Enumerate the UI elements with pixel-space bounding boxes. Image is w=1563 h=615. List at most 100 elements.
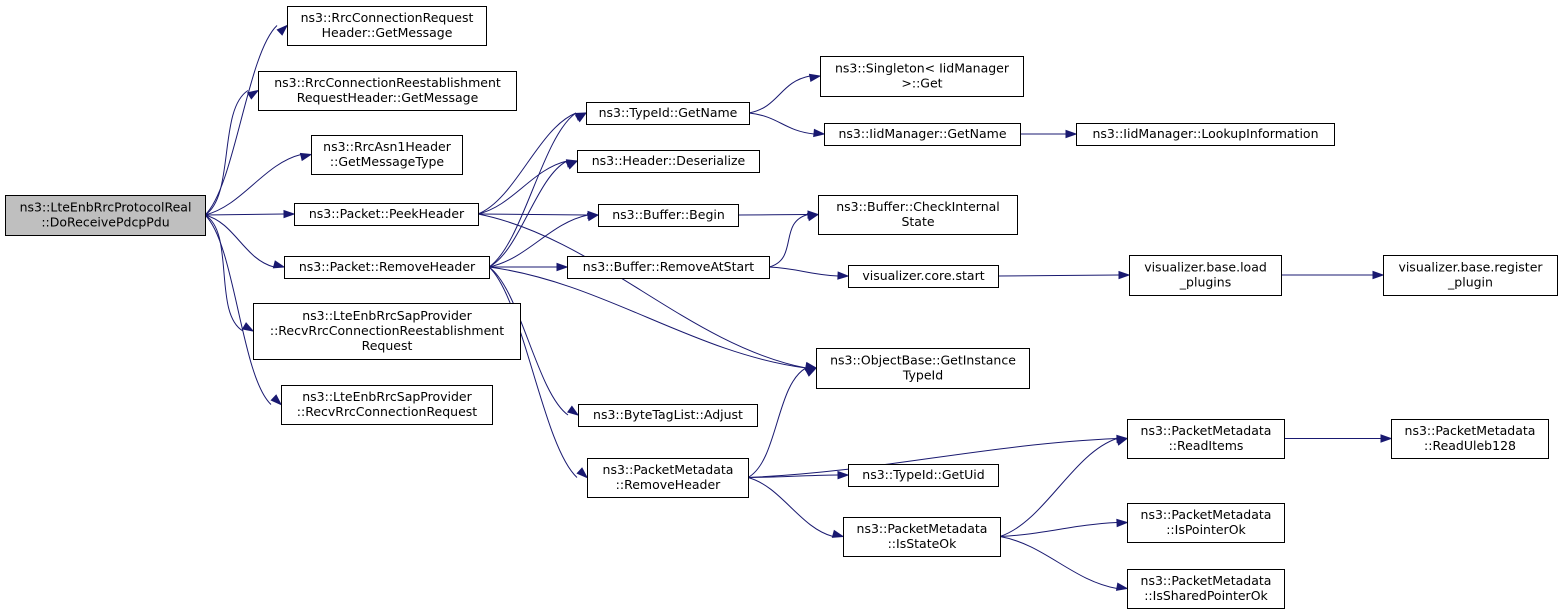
node-box xyxy=(253,303,521,360)
edges-layer xyxy=(204,24,1393,591)
edge-packet-removeheader-to-buffer-begin xyxy=(488,214,589,268)
node-viz-base-registerplugin[interactable]: visualizer.base.register_plugin xyxy=(1383,255,1558,296)
node-label-line: ns3::Buffer::Begin xyxy=(612,207,725,222)
node-label-line: ::ReadUleb128 xyxy=(1424,438,1516,453)
node-label-line: ns3::PacketMetadata xyxy=(1405,423,1536,438)
node-box xyxy=(1076,123,1335,146)
arrowhead-packet-removeheader xyxy=(272,260,286,269)
node-pm-removeheader[interactable]: ns3::PacketMetadata::RemoveHeader xyxy=(587,458,749,498)
node-viz-base-loadplugins[interactable]: visualizer.base.load_plugins xyxy=(1129,255,1282,296)
node-box xyxy=(287,6,487,46)
node-box xyxy=(587,458,749,498)
arrowhead-viz-core-start xyxy=(837,271,850,280)
arrowhead-pm-ispointerok xyxy=(1116,518,1129,528)
edge-pm-removeheader-to-typeid-getuid xyxy=(747,474,839,478)
edge-viz-core-start-to-viz-base-loadplugins xyxy=(997,274,1120,277)
node-label-line: ns3::TypeId::GetUid xyxy=(862,467,984,482)
arrowhead-pm-readuleb128 xyxy=(1380,434,1393,443)
node-box xyxy=(5,195,206,236)
arrowhead-iidmanager-getname xyxy=(813,128,826,138)
node-box xyxy=(258,71,517,111)
edge-typeid-getname-to-iidmanager-getname xyxy=(748,112,815,135)
node-typeid-getuid[interactable]: ns3::TypeId::GetUid xyxy=(848,464,999,487)
arrowhead-rrc-reest-getmsg xyxy=(246,89,260,100)
edge-pm-isstateok-to-pm-readitems xyxy=(999,438,1118,537)
node-viz-core-start[interactable]: visualizer.core.start xyxy=(848,265,999,288)
node-iidmanager-getname[interactable]: ns3::IidManager::GetName xyxy=(824,123,1021,146)
node-singleton-get[interactable]: ns3::Singleton< IidManager>::Get xyxy=(820,56,1024,97)
node-label-line: ns3::PacketMetadata xyxy=(857,521,988,536)
node-label-line: ns3::IidManager::GetName xyxy=(838,126,1006,141)
node-pm-readitems[interactable]: ns3::PacketMetadata::ReadItems xyxy=(1127,419,1285,459)
arrowhead-sap-recv-reest xyxy=(241,322,255,332)
node-label-line: ns3::IidManager::LookupInformation xyxy=(1092,126,1318,141)
arrowhead-rrc-asn1-getmsgtype xyxy=(299,152,313,162)
node-label-line: ns3::PacketMetadata xyxy=(1141,423,1272,438)
node-rrc-reest-getmsg[interactable]: ns3::RrcConnectionReestablishmentRequest… xyxy=(258,71,517,111)
node-label-line: State xyxy=(901,214,934,229)
node-buffer-begin[interactable]: ns3::Buffer::Begin xyxy=(598,204,739,227)
node-box xyxy=(824,123,1021,146)
edge-packet-peekheader-to-buffer-begin xyxy=(477,213,589,216)
node-iidmanager-lookup[interactable]: ns3::IidManager::LookupInformation xyxy=(1076,123,1335,146)
node-label-line: ns3::Packet::RemoveHeader xyxy=(299,259,476,274)
edge-root-to-packet-peekheader xyxy=(204,213,285,216)
node-label-line: ::RecvRrcConnectionReestablishment xyxy=(270,323,504,338)
node-box xyxy=(818,195,1018,235)
node-label-line: ::GetMessageType xyxy=(330,154,445,169)
node-pm-readuleb128[interactable]: ns3::PacketMetadata::ReadUleb128 xyxy=(1391,419,1549,459)
node-label-line: ns3::PacketMetadata xyxy=(603,462,734,477)
node-pm-isstateok[interactable]: ns3::PacketMetadata::IsStateOk xyxy=(843,517,1001,557)
node-label-line: ns3::LteEnbRrcSapProvider xyxy=(302,389,472,404)
node-label-line: ns3::LteEnbRrcProtocolReal xyxy=(20,200,192,215)
node-pm-issharedpointerok[interactable]: ns3::PacketMetadata::IsSharedPointerOk xyxy=(1127,569,1285,609)
node-label-line: ns3::Packet::PeekHeader xyxy=(309,206,465,221)
node-sap-recv-reest[interactable]: ns3::LteEnbRrcSapProvider::RecvRrcConnec… xyxy=(253,303,521,360)
node-header-deserialize[interactable]: ns3::Header::Deserialize xyxy=(577,150,760,173)
node-box xyxy=(1383,255,1558,296)
node-root: ns3::LteEnbRrcProtocolReal::DoReceivePdc… xyxy=(5,195,206,236)
edge-root-to-sap-recv-conn xyxy=(204,214,272,405)
node-rrc-asn1-getmsgtype[interactable]: ns3::RrcAsn1Header::GetMessageType xyxy=(311,135,463,175)
node-box xyxy=(577,150,760,173)
edge-root-to-sap-recv-reest xyxy=(204,214,244,332)
node-label-line: ns3::RrcConnectionReestablishment xyxy=(274,75,501,90)
edge-buffer-removeatstart-to-buffer-checkinternal xyxy=(768,214,809,268)
node-typeid-getname[interactable]: ns3::TypeId::GetName xyxy=(586,102,750,125)
node-label-line: ns3::RrcAsn1Header xyxy=(323,139,452,154)
node-label-line: RequestHeader::GetMessage xyxy=(297,90,479,105)
node-label-line: visualizer.base.register xyxy=(1398,260,1543,275)
node-box xyxy=(816,348,1030,389)
node-sap-recv-conn[interactable]: ns3::LteEnbRrcSapProvider::RecvRrcConnec… xyxy=(281,385,493,425)
arrowhead-viz-base-registerplugin xyxy=(1372,270,1385,280)
edge-packet-removeheader-to-bytetaglist-adjust xyxy=(488,266,569,416)
node-bytetaglist-adjust[interactable]: ns3::ByteTagList::Adjust xyxy=(578,404,758,427)
node-label-line: >::Get xyxy=(901,76,942,91)
node-box xyxy=(1127,569,1285,609)
node-packet-removeheader[interactable]: ns3::Packet::RemoveHeader xyxy=(284,256,490,279)
arrowhead-rrc-conn-req-getmsg xyxy=(276,24,289,36)
node-label-line: ns3::ObjectBase::GetInstance xyxy=(830,353,1016,368)
edge-packet-removeheader-to-pm-removeheader xyxy=(488,266,578,478)
arrowhead-header-deserialize xyxy=(565,160,579,170)
node-rrc-conn-req-getmsg[interactable]: ns3::RrcConnectionRequestHeader::GetMess… xyxy=(287,6,487,46)
arrowhead-typeid-getuid xyxy=(837,470,850,480)
arrowhead-packet-peekheader xyxy=(283,209,296,219)
arrowhead-objectbase-getinstance xyxy=(804,367,818,377)
edge-packet-peekheader-to-objectbase-getinstance xyxy=(477,213,807,369)
node-box xyxy=(586,102,750,125)
node-packet-peekheader[interactable]: ns3::Packet::PeekHeader xyxy=(294,203,479,226)
node-box xyxy=(578,404,758,427)
node-label-line: Request xyxy=(362,338,413,353)
node-pm-ispointerok[interactable]: ns3::PacketMetadata::IsPointerOk xyxy=(1127,503,1285,543)
edge-root-to-packet-removeheader xyxy=(204,214,275,268)
node-box xyxy=(281,385,493,425)
edge-pm-isstateok-to-pm-issharedpointerok xyxy=(999,536,1118,589)
node-label-line: ns3::RrcConnectionRequest xyxy=(301,10,474,25)
node-label-line: _plugins xyxy=(1179,275,1231,290)
node-buffer-removeatstart[interactable]: ns3::Buffer::RemoveAtStart xyxy=(567,256,770,279)
node-label-line: ns3::Buffer::RemoveAtStart xyxy=(583,259,755,274)
